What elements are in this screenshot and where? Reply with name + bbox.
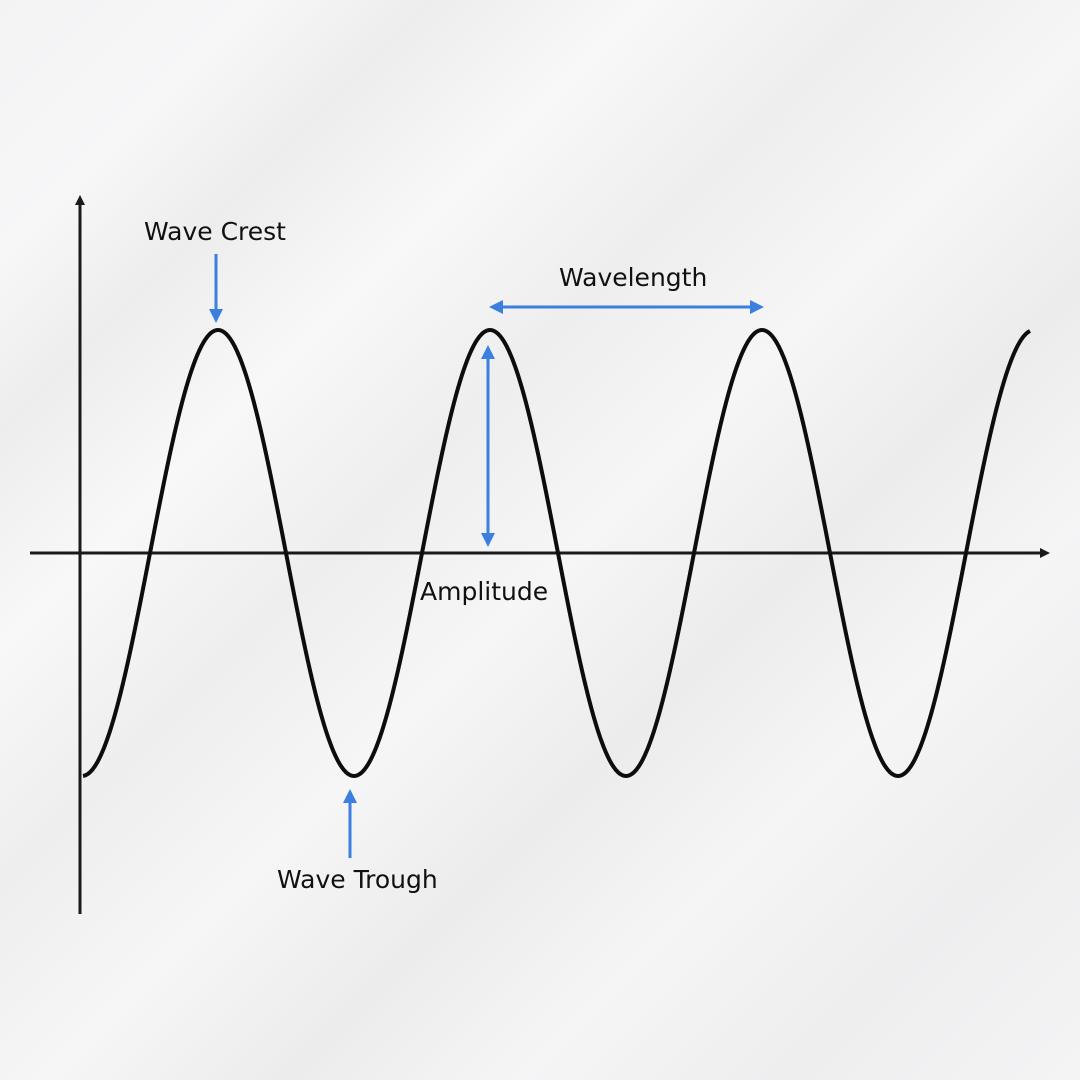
wave-crest-label: Wave Crest [144, 217, 286, 246]
amplitude-label: Amplitude [420, 577, 549, 606]
wavelength-label: Wavelength [559, 263, 708, 292]
wave-curve [82, 328, 1031, 778]
wave-trough-label: Wave Trough [277, 865, 438, 894]
